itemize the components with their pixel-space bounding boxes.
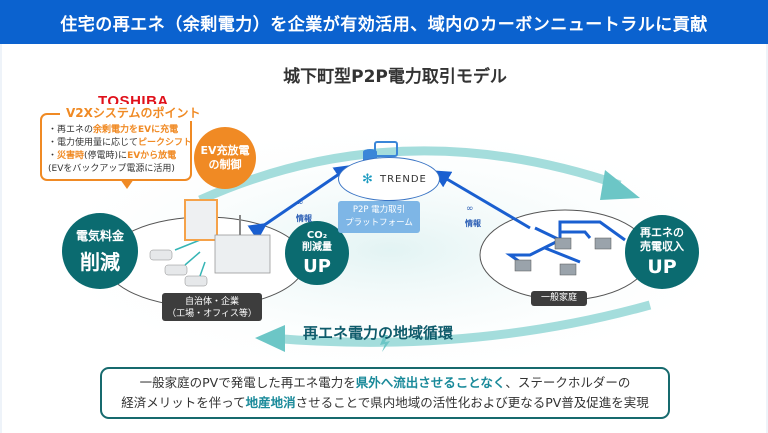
p2p-platform-label: P2P 電力取引 プラットフォーム — [338, 201, 420, 233]
factory-building — [214, 234, 271, 274]
ev-control-badge: EV充放電 の制御 — [194, 127, 256, 189]
summary-line-2: 経済メリットを伴って地産地消させることで県内地域の活性化および更なるPV普及促進… — [121, 395, 649, 410]
v2x-points-list: ・再エネの余剰電力をEVに充電 ・電力使用量に応じてピークシフト ・災害時(停電… — [48, 124, 192, 176]
household-network — [505, 220, 626, 264]
cycle-label: 再エネ電力の地域循環 — [303, 324, 454, 342]
trende-logo-icon: ✻ — [362, 172, 373, 187]
info-label-left: 情報 — [296, 214, 312, 223]
v2x-unit — [184, 199, 218, 241]
trende-platform-node — [338, 157, 440, 201]
cycle-arrowhead-right — [600, 170, 640, 200]
charging-lines — [174, 239, 206, 277]
server-monitor-icon — [363, 141, 398, 160]
v2x-point: ・再エネの余剰電力をEVに充電 — [48, 125, 179, 135]
house-icons — [514, 237, 612, 276]
cycle-arrowhead-left — [255, 325, 285, 352]
business-label: 自治体・企業 （工場・オフィス等） — [162, 293, 262, 321]
info-label-right: 情報 — [465, 219, 481, 228]
v2x-title: V2Xシステムのポイント — [60, 104, 207, 121]
electricity-cost-badge: 電気料金 削減 — [62, 213, 138, 289]
household-label: 一般家庭 — [531, 291, 587, 306]
renewable-income-badge: 再エネの 売電収入 UP — [625, 215, 699, 289]
v2x-point: ・電力使用量に応じてピークシフト — [48, 138, 193, 148]
info-arrow-left — [247, 164, 353, 241]
header-banner: 住宅の再エネ（余剰電力）を企業が有効活用、域内のカーボンニュートラルに貢献 — [0, 0, 768, 44]
trende-brand: TRENDE — [380, 174, 427, 185]
v2x-callout-tail — [120, 179, 134, 189]
network-icon-left: ∞ — [296, 198, 304, 208]
info-arrow-right — [432, 170, 531, 230]
v2x-note: (EVをバックアップ電源に活用) — [48, 164, 175, 174]
cycle-arc-bottom — [269, 300, 652, 347]
network-icon-right: ∞ — [466, 204, 474, 214]
lightning-icon — [380, 335, 390, 352]
summary-line-1: 一般家庭のPVで発電した再エネ電力を県外へ流出させることなく、ステークホルダーの — [139, 375, 631, 390]
ev-cars — [149, 249, 208, 287]
diagram-title: 城下町型P2P電力取引モデル — [283, 67, 507, 87]
v2x-points-box — [40, 113, 192, 181]
summary-box: 一般家庭のPVで発電した再エネ電力を県外へ流出させることなく、ステークホルダーの… — [100, 367, 670, 419]
v2x-point: ・災害時(停電時)にEVから放電 — [48, 151, 177, 161]
